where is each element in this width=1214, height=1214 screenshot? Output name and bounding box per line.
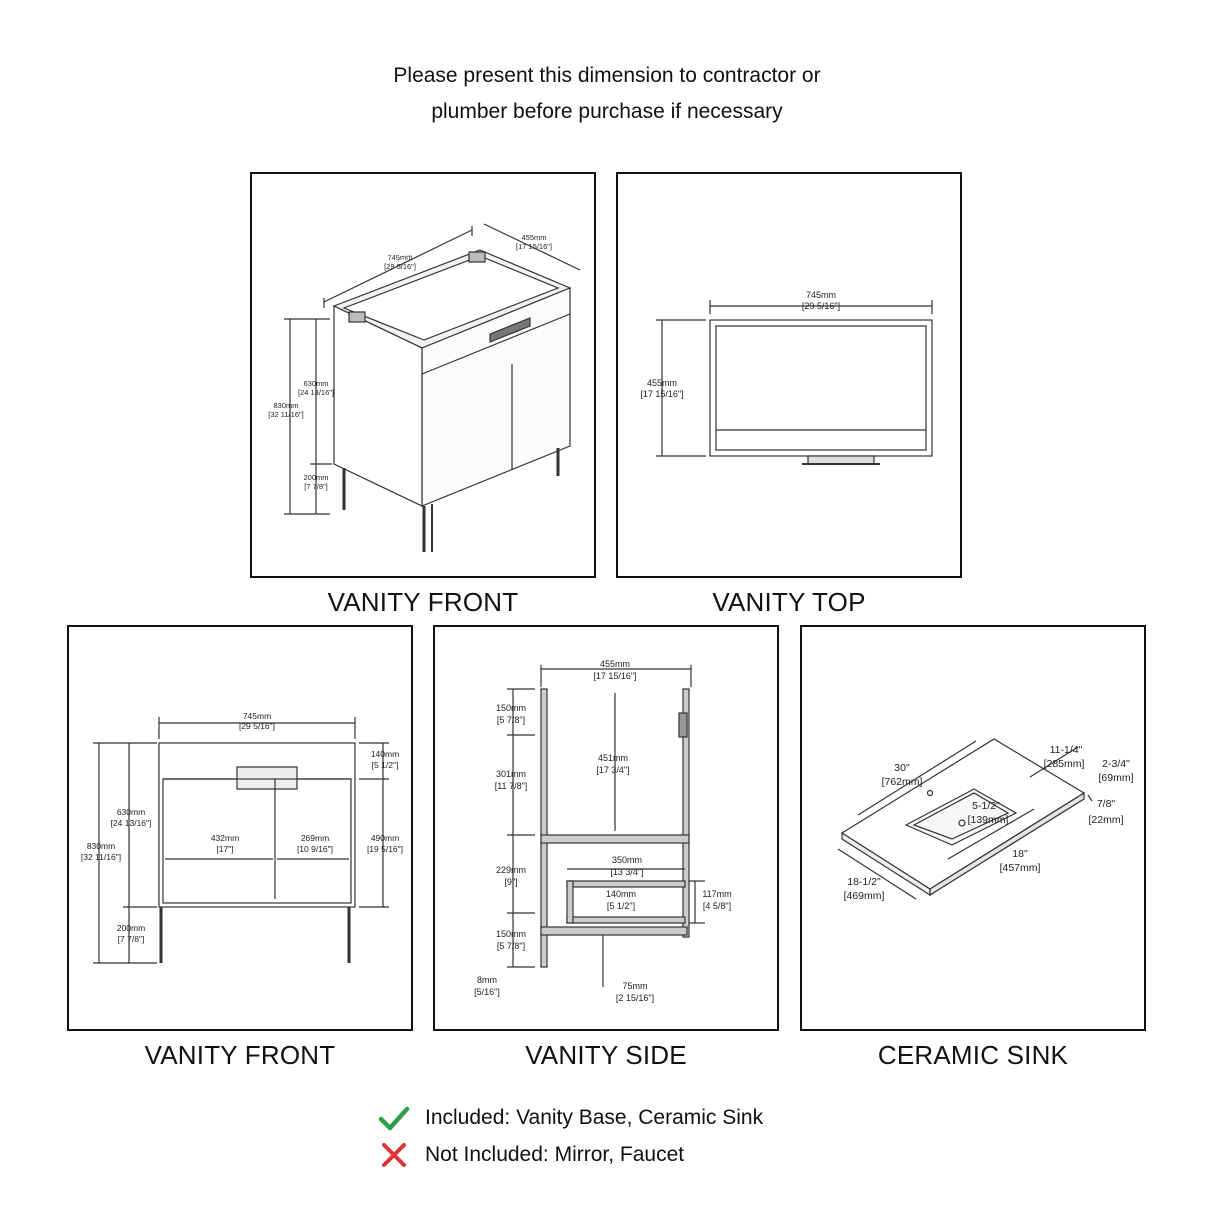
sink-drain-mm: [139mm]: [968, 814, 1009, 826]
caption-vanity-front-iso: VANITY FRONT: [327, 587, 519, 617]
side-inner-mm: 451mm: [598, 753, 628, 763]
side-depth-in: [17 15/16"]: [593, 671, 636, 681]
legend-included-text: Included: Vanity Base, Ceramic Sink: [425, 1106, 764, 1129]
legend-not-included: Not Included: Mirror, Faucet: [378, 1139, 684, 1171]
iso-total-in: [32 11/16"]: [268, 410, 303, 419]
caption-vanity-side: VANITY SIDE: [525, 1040, 687, 1070]
panel-vanity-top: 745mm [29 5/16"] 455mm [17 15/16"]: [616, 172, 962, 578]
sink-bowl-w-mm: [285mm]: [1044, 758, 1085, 770]
side-notch-mm: 117mm: [702, 889, 731, 899]
top-depth-mm: 455mm: [647, 378, 677, 388]
sink-edge-mm: [69mm]: [1098, 772, 1133, 784]
caption-vanity-top: VANITY TOP: [712, 587, 866, 617]
iso-leg-mm: 200mm: [303, 473, 328, 482]
vanity-top-drawing: 745mm [29 5/16"] 455mm [17 15/16"]: [640, 290, 933, 465]
checkmark-icon: [378, 1106, 410, 1131]
top-width-mm: 745mm: [806, 290, 836, 300]
front-door-l-mm: 432mm: [211, 833, 239, 843]
iso-depth-mm: 455mm: [521, 233, 546, 242]
front-door-h-mm: 490mm: [371, 833, 399, 843]
side-lower-mm: 229mm: [496, 865, 526, 875]
front-door-r-mm: 269mm: [301, 833, 329, 843]
cross-icon: [382, 1143, 406, 1167]
side-shelf-h-in: [5 1/2"]: [607, 901, 635, 911]
header-note: Please present this dimension to contrac…: [0, 58, 1214, 130]
sink-bowl-w-in: 11-1/4": [1050, 744, 1083, 756]
front-width-mm: 745mm: [243, 711, 271, 721]
side-back-in: [2 15/16"]: [616, 993, 654, 1003]
side-lower-in: [9"]: [504, 877, 517, 887]
front-cab-in: [24 13/16"]: [111, 818, 152, 828]
front-total-mm: 830mm: [87, 841, 115, 851]
panel-vanity-side: 455mm [17 15/16"] 150mm [5 7/8"] 301mm […: [433, 625, 779, 1031]
panel-vanity-front-iso: 745mm [29 5/16"] 455mm [17 15/16"] 630mm…: [250, 172, 596, 578]
sink-edge-in: 2-3/4": [1102, 758, 1130, 770]
side-top-mm: 150mm: [496, 703, 526, 713]
sink-length-in: 30": [894, 762, 910, 774]
side-bottom-in: [5 7/8"]: [497, 941, 525, 951]
side-thick-in: [5/16"]: [474, 987, 500, 997]
front-leg-in: [7 7/8"]: [118, 934, 145, 944]
legend-included: Included: Vanity Base, Ceramic Sink: [378, 1102, 763, 1134]
front-width-in: [29 5/16"]: [239, 721, 275, 731]
front-door-h-in: [19 5/16"]: [367, 844, 403, 854]
sink-thick-in: 7/8": [1097, 798, 1116, 810]
ceramic-sink-drawing: 30" [762mm] 11-1/4" [285mm] 2-3/4" [69mm…: [837, 738, 1134, 902]
iso-width-in: [29 5/16"]: [384, 262, 416, 271]
front-drawer-mm: 140mm: [371, 749, 399, 759]
header-line-1: Please present this dimension to contrac…: [393, 64, 821, 87]
sink-depth-mm: [469mm]: [844, 890, 885, 902]
front-drawer-in: [5 1/2"]: [372, 760, 399, 770]
iso-depth-in: [17 15/16"]: [516, 242, 552, 251]
side-shelf-w-mm: 350mm: [612, 855, 642, 865]
top-depth-in: [17 15/16"]: [640, 389, 683, 399]
iso-leg-in: [7 7/8"]: [304, 482, 328, 491]
vanity-front-drawing: 745mm [29 5/16"] 140mm [5 1/2"] 630mm [2…: [81, 711, 403, 964]
side-thick-mm: 8mm: [477, 975, 497, 985]
iso-total-mm: 830mm: [273, 401, 298, 410]
caption-vanity-front: VANITY FRONT: [144, 1040, 336, 1070]
vanity-iso-drawing: 745mm [29 5/16"] 455mm [17 15/16"] 630mm…: [268, 223, 581, 552]
sink-length-mm: [762mm]: [882, 776, 923, 788]
panel-ceramic-sink: 30" [762mm] 11-1/4" [285mm] 2-3/4" [69mm…: [800, 625, 1146, 1031]
side-top-in: [5 7/8"]: [497, 715, 525, 725]
side-depth-mm: 455mm: [600, 659, 630, 669]
side-upper-mm: 301mm: [496, 769, 526, 779]
sink-drain-in: 5-1/2": [972, 800, 1000, 812]
sink-bowl-l-mm: [457mm]: [1000, 862, 1041, 874]
front-leg-mm: 200mm: [117, 923, 145, 933]
side-shelf-h-mm: 140mm: [606, 889, 636, 899]
iso-width-mm: 745mm: [387, 253, 412, 263]
front-door-l-in: [17"]: [216, 844, 233, 854]
side-upper-in: [11 7/8"]: [495, 781, 528, 791]
side-inner-in: [17 3/4"]: [596, 765, 629, 775]
side-notch-in: [4 5/8"]: [703, 901, 731, 911]
iso-cab-in: [24 13/16"]: [298, 388, 334, 397]
side-back-mm: 75mm: [622, 981, 647, 991]
header-line-2: plumber before purchase if necessary: [431, 100, 783, 123]
sink-depth-in: 18-1/2": [847, 876, 881, 888]
front-total-in: [32 11/16"]: [81, 852, 121, 862]
top-width-in: [29 5/16"]: [802, 301, 840, 311]
sink-bowl-l-in: 18": [1012, 848, 1028, 860]
panel-vanity-front: 745mm [29 5/16"] 140mm [5 1/2"] 630mm [2…: [67, 625, 413, 1031]
caption-ceramic-sink: CERAMIC SINK: [877, 1040, 1069, 1070]
iso-cab-mm: 630mm: [303, 379, 328, 388]
side-bottom-mm: 150mm: [496, 929, 526, 939]
legend-not-included-text: Not Included: Mirror, Faucet: [425, 1143, 685, 1166]
front-door-r-in: [10 9/16"]: [297, 844, 333, 854]
side-shelf-w-in: [13 3/4"]: [610, 867, 643, 877]
sink-thick-mm: [22mm]: [1088, 814, 1123, 826]
front-cab-mm: 630mm: [117, 807, 145, 817]
vanity-side-drawing: 455mm [17 15/16"] 150mm [5 7/8"] 301mm […: [474, 659, 732, 1003]
